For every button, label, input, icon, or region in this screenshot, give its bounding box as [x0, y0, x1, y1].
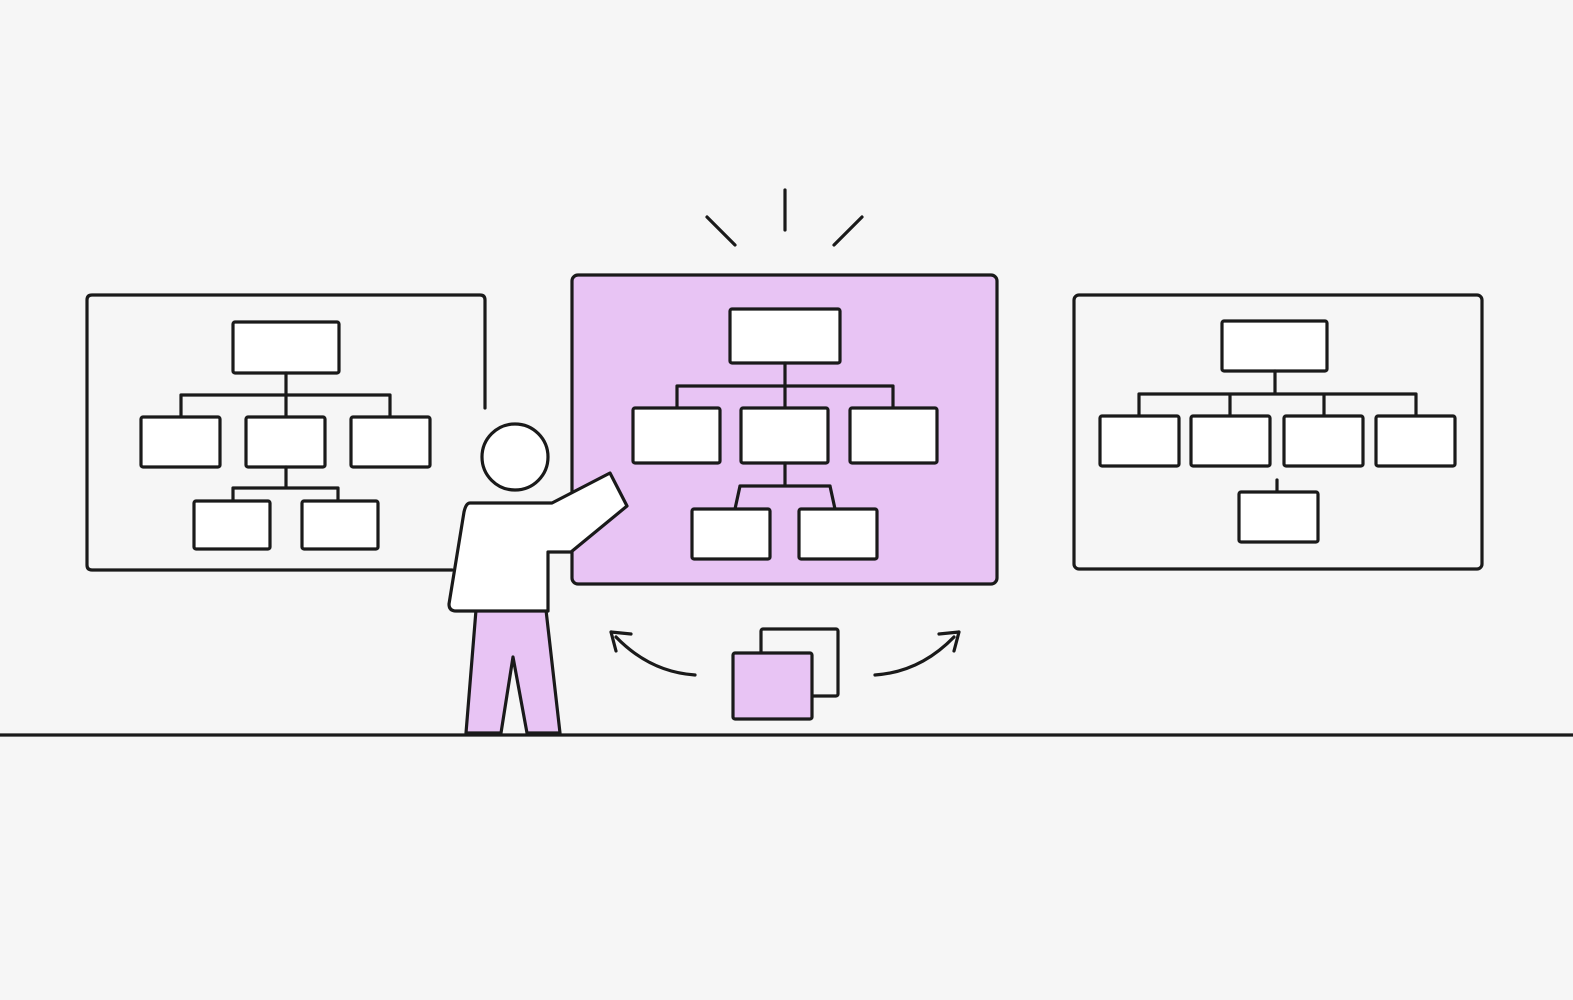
arrow-left-head [609, 630, 633, 653]
sparkle-rays-icon [705, 188, 864, 247]
center-connectors-level1 [675, 361, 895, 410]
right-root-node [1220, 319, 1329, 373]
left-panel-frame [85, 293, 487, 572]
right-org-chart [1098, 319, 1457, 544]
right-connectors-level1 [1137, 369, 1418, 418]
center-connectors-level2 [733, 461, 837, 511]
right-org-chart-panel [1072, 293, 1484, 571]
presenter-person [447, 422, 629, 735]
left-child-node [244, 415, 327, 469]
right-panel-frame [1072, 293, 1484, 571]
right-child-node [1189, 414, 1272, 468]
arrow-left [614, 635, 697, 677]
front-square [731, 651, 814, 721]
center-grandchild-node [690, 507, 772, 561]
person-head [480, 422, 550, 492]
center-root-node [728, 307, 842, 365]
stacked-squares-icon [731, 627, 840, 721]
left-org-chart [139, 320, 432, 551]
left-org-chart-panel [85, 293, 487, 572]
right-child-node [1098, 414, 1181, 468]
right-child-node [1282, 414, 1365, 468]
left-connectors-level1 [179, 371, 392, 419]
arrow-right [873, 635, 956, 677]
left-grandchild-node [192, 499, 272, 551]
left-child-node [349, 415, 432, 469]
left-root-node [231, 320, 341, 375]
person-legs [464, 608, 562, 735]
curved-arrows-icon [609, 630, 961, 677]
right-child-node [1374, 414, 1457, 468]
left-child-node [139, 415, 222, 469]
center-child-node [739, 406, 830, 465]
right-grandchild-node [1237, 490, 1320, 544]
left-grandchild-node [300, 499, 380, 551]
person-torso [447, 471, 629, 613]
left-connectors-level2 [231, 465, 340, 503]
center-grandchild-node [797, 507, 879, 561]
arrow-right-head [937, 630, 961, 653]
center-child-node [848, 406, 939, 465]
center-org-chart-panel [570, 273, 999, 586]
center-child-node [631, 406, 722, 465]
center-org-chart [631, 307, 939, 561]
